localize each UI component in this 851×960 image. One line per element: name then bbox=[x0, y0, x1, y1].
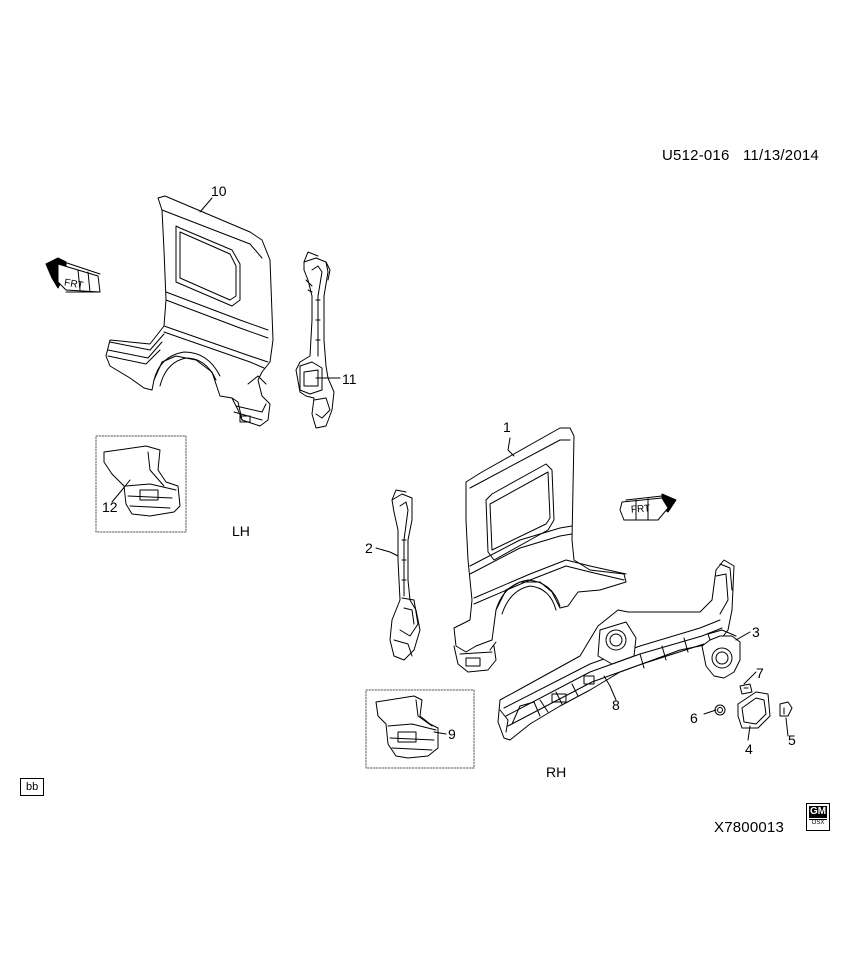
fuel-door-parts bbox=[715, 684, 792, 728]
frt-arrow-rh bbox=[620, 494, 676, 520]
rh-label: RH bbox=[546, 764, 567, 780]
gm-logo: GM OSX bbox=[806, 803, 830, 831]
callout-5: 5 bbox=[788, 732, 796, 748]
lh-pillar bbox=[296, 252, 334, 428]
callout-12: 12 bbox=[102, 499, 118, 515]
illustration-id: X7800013 bbox=[714, 819, 785, 836]
rh-quarter-panel bbox=[454, 428, 626, 672]
lh-label: LH bbox=[232, 523, 250, 539]
diagram-code: U512-016 bbox=[662, 147, 730, 164]
callout-8: 8 bbox=[612, 697, 620, 713]
callout-10: 10 bbox=[211, 183, 227, 199]
rh-pillar bbox=[390, 490, 420, 660]
callout-6: 6 bbox=[690, 710, 698, 726]
page-tag: bb bbox=[20, 778, 45, 796]
frt-label-rh: FRT bbox=[630, 503, 651, 516]
callout-4: 4 bbox=[745, 741, 753, 757]
leader-lines bbox=[112, 198, 788, 740]
rh-detail-box bbox=[366, 690, 474, 768]
callout-7: 7 bbox=[756, 665, 764, 681]
lh-quarter-panel bbox=[106, 196, 273, 426]
callout-2: 2 bbox=[365, 540, 373, 556]
callout-3: 3 bbox=[752, 624, 760, 640]
frt-arrow-lh bbox=[46, 258, 100, 292]
callout-11: 11 bbox=[342, 371, 357, 387]
callout-9: 9 bbox=[448, 726, 456, 742]
fuel-filler-housing bbox=[702, 630, 740, 678]
gm-logo-text: GM bbox=[809, 806, 827, 818]
lh-detail-box bbox=[96, 436, 186, 532]
callout-1: 1 bbox=[503, 419, 511, 435]
diagram-date: 11/13/2014 bbox=[743, 147, 819, 164]
gm-logo-subtext: OSX bbox=[809, 819, 827, 827]
